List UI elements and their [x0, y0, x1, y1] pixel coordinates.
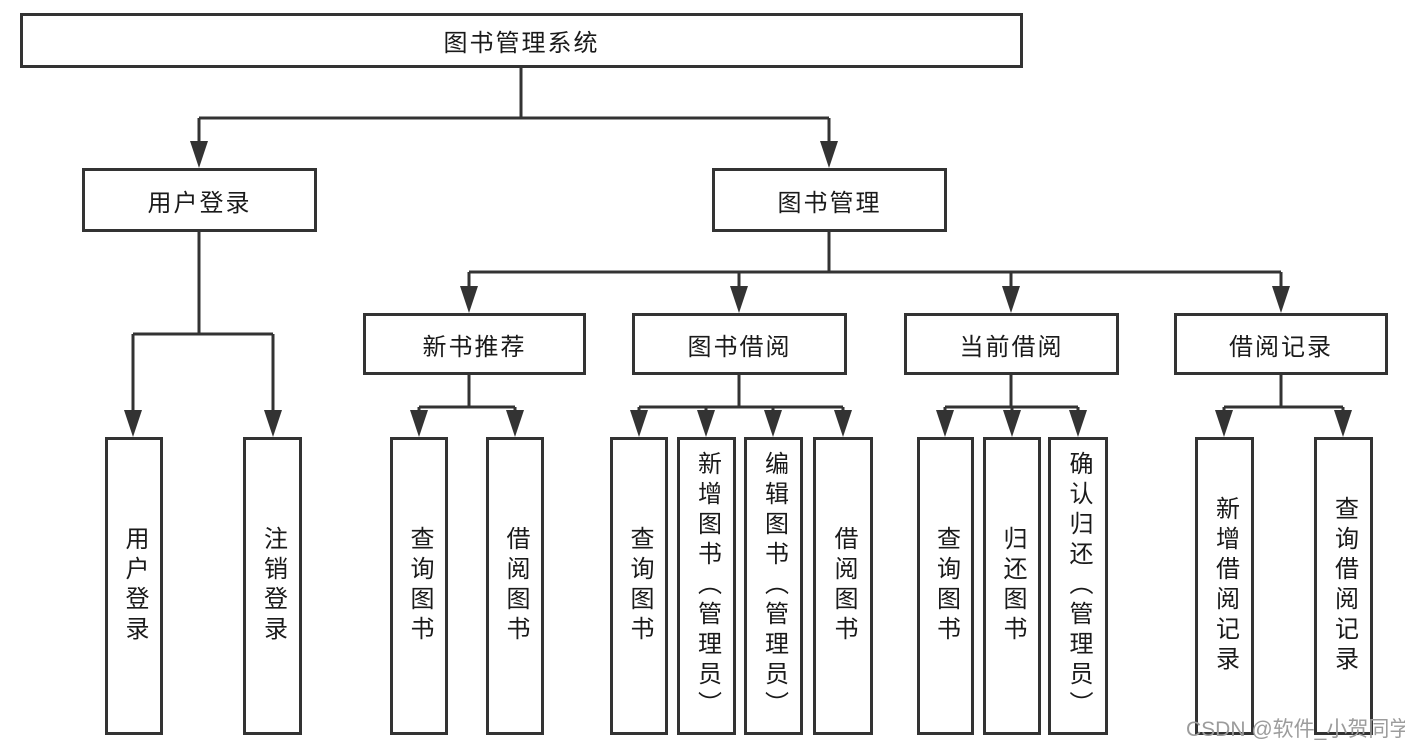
node-label: 归还图书 — [999, 526, 1026, 646]
node-label: 图书管理系统 — [443, 30, 600, 57]
leaf-borrowing-add-books-admin: 新增图书（管理员） — [677, 437, 736, 735]
node-book-borrowing: 图书借阅 — [632, 313, 847, 375]
node-label: 当前借阅 — [959, 333, 1064, 361]
node-label: 查询图书 — [932, 526, 960, 646]
leaf-records-add-borrow-record: 新增借阅记录 — [1195, 437, 1254, 735]
node-new-book-recommend: 新书推荐 — [363, 313, 586, 375]
node-label: 用户登录 — [121, 526, 148, 646]
leaf-newbook-query-books: 查询图书 — [390, 437, 448, 735]
leaf-borrowing-query-books: 查询图书 — [610, 437, 668, 735]
leaf-current-confirm-return-admin: 确认归还（管理员） — [1048, 437, 1108, 735]
node-label: 新增借阅记录 — [1211, 496, 1239, 676]
node-borrowing-records: 借阅记录 — [1174, 313, 1388, 375]
node-label: 查询图书 — [626, 526, 653, 646]
node-label: 借阅记录 — [1229, 333, 1333, 361]
node-label: 图书管理 — [777, 189, 882, 217]
node-label: 用户登录 — [147, 189, 252, 217]
node-label: 借阅图书 — [502, 526, 529, 646]
node-library-management-system: 图书管理系统 — [20, 13, 1023, 68]
node-label: 注销登录 — [259, 526, 287, 646]
csdn-watermark: CSDN @软件_小贺同学 — [1186, 718, 1405, 741]
node-label: 确认归还（管理员） — [1065, 451, 1092, 721]
node-label: 编辑图书（管理员） — [760, 451, 788, 721]
node-book-management-module: 图书管理 — [712, 168, 947, 232]
node-label: 新增图书（管理员） — [693, 451, 721, 721]
node-label: 查询借阅记录 — [1330, 496, 1358, 676]
leaf-borrowing-borrow-books: 借阅图书 — [813, 437, 873, 735]
leaf-records-query-borrow-record: 查询借阅记录 — [1314, 437, 1373, 735]
leaf-current-query-books: 查询图书 — [917, 437, 974, 735]
leaf-logout: 注销登录 — [243, 437, 302, 735]
node-current-borrowing: 当前借阅 — [904, 313, 1119, 375]
leaf-newbook-borrow-books: 借阅图书 — [486, 437, 544, 735]
node-user-login-module: 用户登录 — [82, 168, 317, 232]
node-label: 新书推荐 — [422, 333, 527, 361]
node-label: 查询图书 — [406, 526, 433, 646]
leaf-current-return-books: 归还图书 — [983, 437, 1041, 735]
leaf-user-login: 用户登录 — [105, 437, 163, 735]
node-label: 图书借阅 — [687, 333, 792, 361]
leaf-borrowing-edit-books-admin: 编辑图书（管理员） — [744, 437, 803, 735]
node-label: 借阅图书 — [830, 526, 857, 646]
